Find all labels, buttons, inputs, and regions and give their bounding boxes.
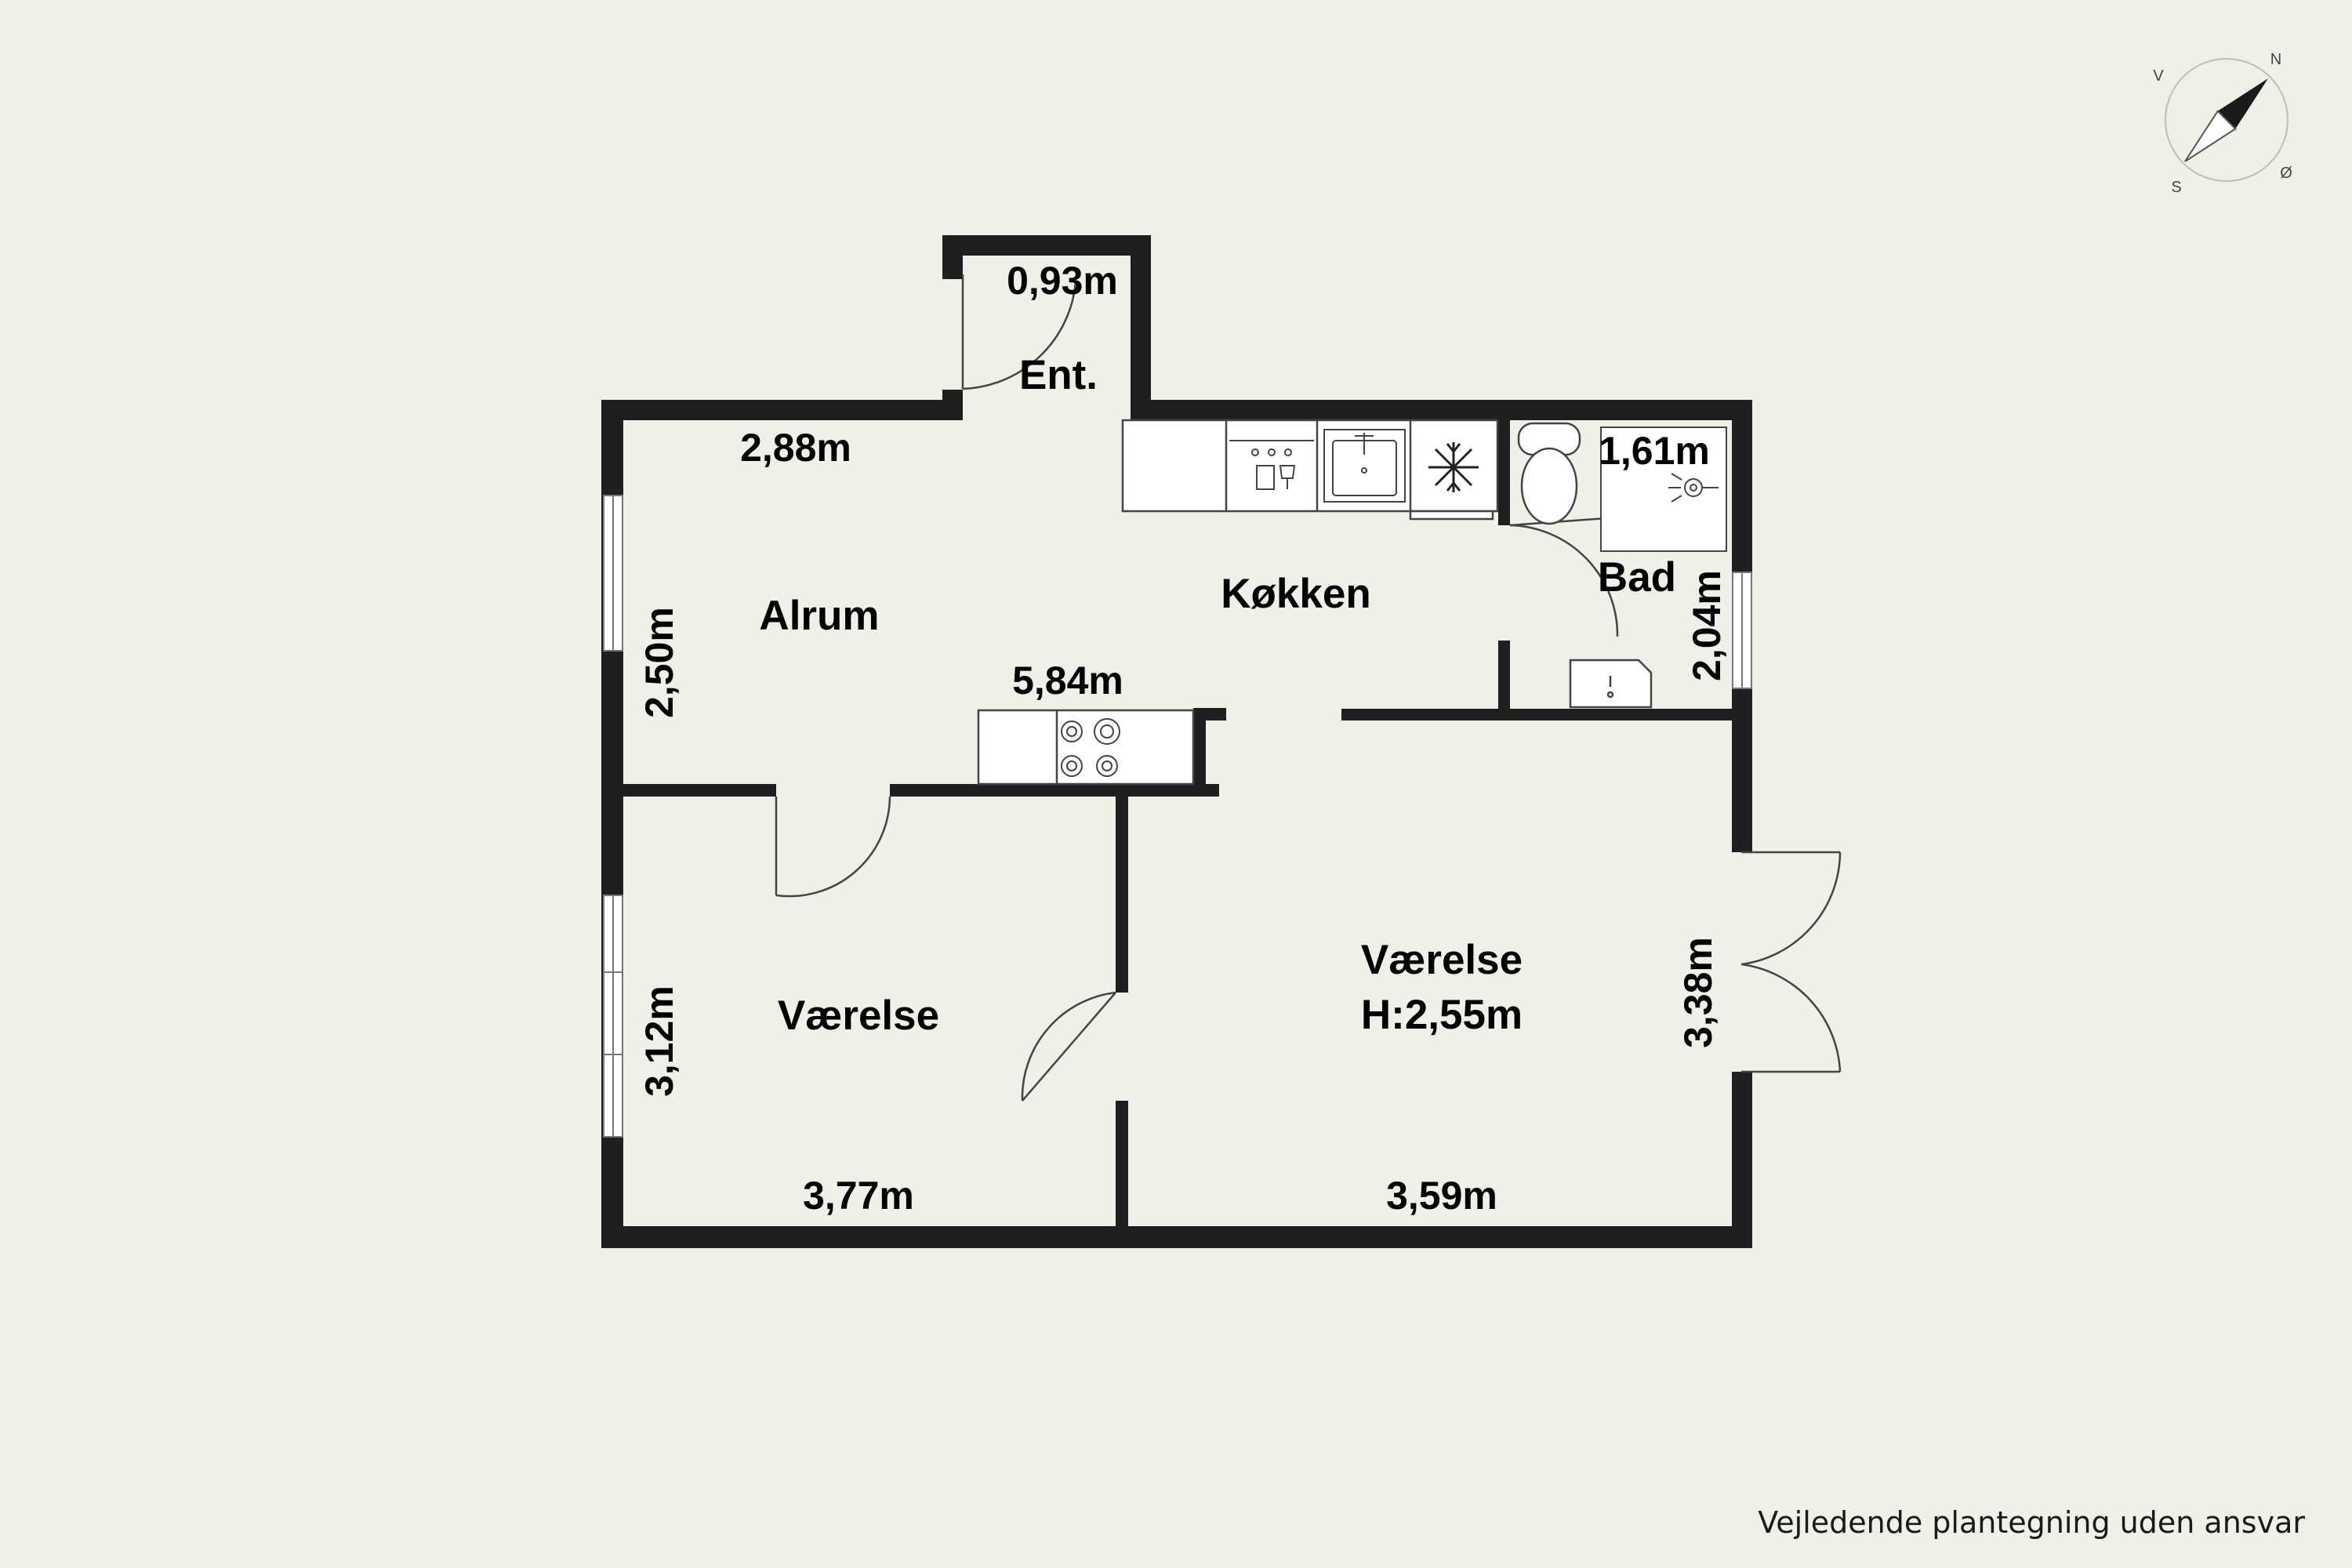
kitchen-counter-top <box>1121 419 1499 521</box>
disclaimer-text: Vejledende plantegning uden ansvar <box>1758 1505 2305 1540</box>
dishwasher-icon <box>1229 440 1314 490</box>
dim-living-width: 2,88m <box>740 426 851 470</box>
fridge-icon <box>1428 442 1479 492</box>
kitchen-island <box>977 709 1195 786</box>
compass-north-needle-icon <box>2217 78 2269 129</box>
room-label-entrance: Ent. <box>1019 352 1098 398</box>
compass-west-label: V <box>2153 67 2164 85</box>
ceiling-height-label: H:2,55m <box>1361 992 1523 1038</box>
dimension-labels: 0,93m 2,88m 2,50m 5,84m 1,61m 2,04m 3,12… <box>637 259 1729 1218</box>
window-bathroom <box>1732 572 1752 689</box>
dim-bath-width: 1,61m <box>1599 429 1710 473</box>
dim-bedroom-left-width: 3,77m <box>803 1174 914 1218</box>
bedroom-connecting-door <box>1021 991 1116 1102</box>
windows <box>603 495 1752 1138</box>
bathroom-door <box>1509 516 1619 637</box>
compass-north-label: N <box>2270 51 2281 68</box>
dim-living-depth: 2,50m <box>637 607 681 718</box>
dim-bedroom-left-depth: 3,12m <box>637 985 681 1097</box>
doors <box>775 274 1842 1102</box>
sink-icon <box>1323 429 1406 503</box>
room-label-bedroom-right: Værelse <box>1361 937 1523 983</box>
dim-bedroom-right-depth: 3,38m <box>1676 937 1720 1048</box>
compass-east-label: Ø <box>2280 165 2292 182</box>
compass-south-label: S <box>2171 179 2181 196</box>
compass-south-needle-icon <box>2184 110 2237 162</box>
dim-entrance-width: 0,93m <box>1007 259 1118 303</box>
dim-bath-depth: 2,04m <box>1685 570 1729 681</box>
room-labels: Ent. Alrum Køkken Bad Værelse Værelse H:… <box>759 352 1676 1039</box>
dim-bedroom-right-width: 3,59m <box>1386 1174 1497 1218</box>
room-label-bedroom-left: Værelse <box>778 993 939 1039</box>
washbasin-icon <box>1569 659 1653 709</box>
entrance-door <box>961 274 1077 390</box>
balcony-double-door <box>1740 851 1842 1073</box>
shower-icon <box>1600 426 1727 552</box>
toilet-icon <box>1517 422 1581 525</box>
room-label-bathroom: Bad <box>1598 554 1676 601</box>
room-label-kitchen: Køkken <box>1221 571 1370 617</box>
compass: N Ø S V <box>2153 51 2292 196</box>
bedroom-left-door <box>775 796 891 898</box>
window-bedroom-left <box>603 895 623 1138</box>
dim-kitchen-counter: 5,84m <box>1012 659 1123 702</box>
stove-icon <box>1061 718 1120 777</box>
window-living-room <box>603 495 623 652</box>
room-label-living-room: Alrum <box>759 593 879 639</box>
